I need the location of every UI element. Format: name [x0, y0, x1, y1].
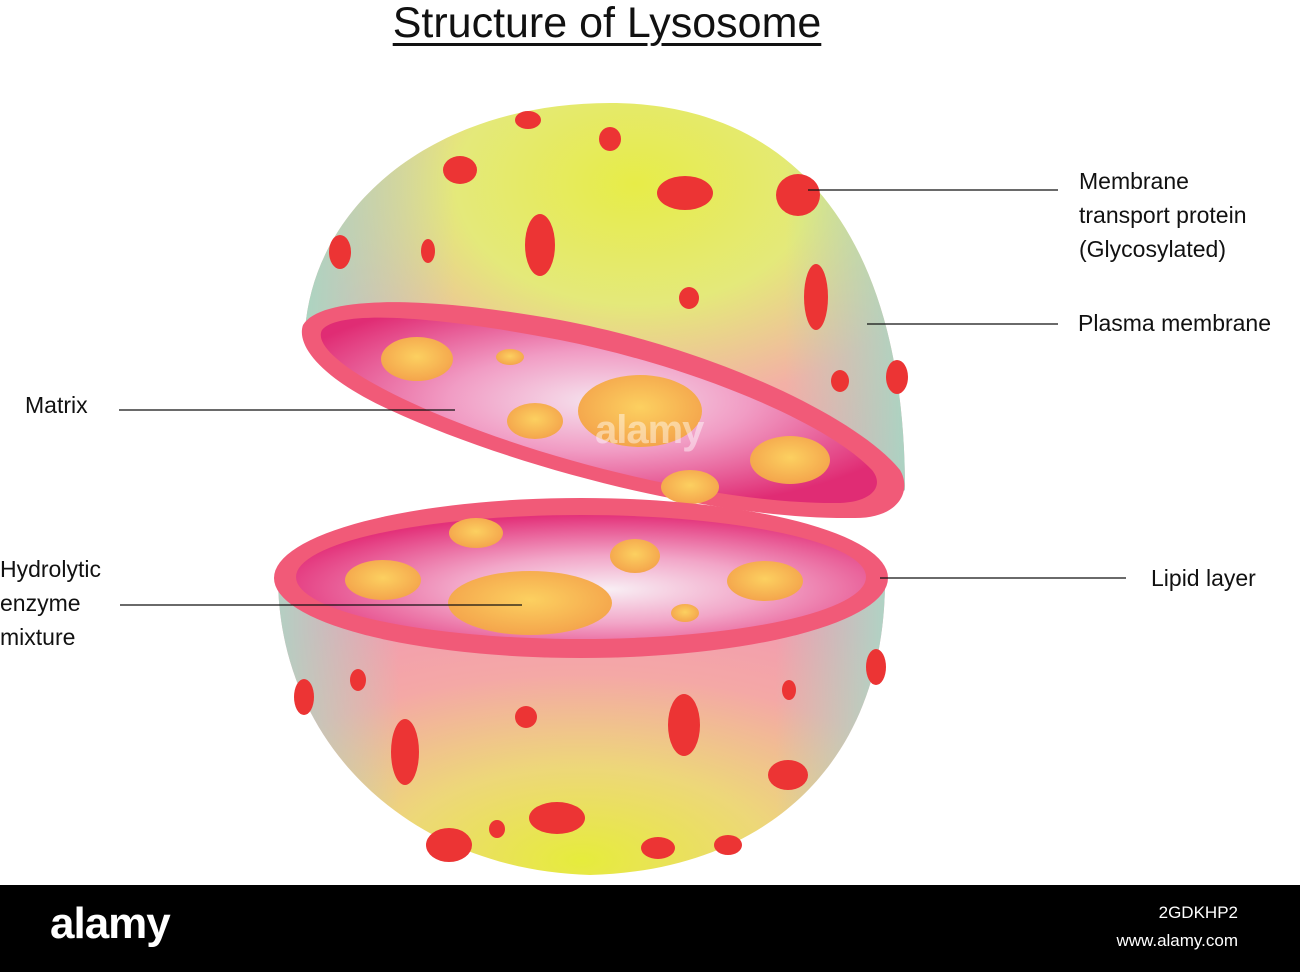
footer-url: www.alamy.com [1116, 931, 1238, 950]
protein-spot [668, 694, 700, 756]
protein-spot [294, 679, 314, 715]
label-plasma-membrane: Plasma membrane [1078, 310, 1272, 336]
leader-lines [119, 189, 1126, 606]
enzyme-spot [661, 470, 719, 504]
protein-spot [679, 287, 699, 309]
label-matrix: Matrix [25, 392, 88, 418]
protein-spot [599, 127, 621, 151]
enzyme-spot [448, 571, 612, 635]
bottom-protein-spots [294, 649, 886, 862]
page-title: Structure of Lysosome [392, 0, 822, 47]
protein-spot [426, 828, 472, 862]
protein-spot [714, 835, 742, 855]
enzyme-spot [610, 539, 660, 573]
protein-spot [525, 214, 555, 276]
protein-spot [421, 239, 435, 263]
enzyme-spot [671, 604, 699, 622]
label-hydrolytic-enzyme-mixture: Hydrolytic enzyme mixture [0, 552, 101, 654]
label-line: Hydrolytic [0, 556, 101, 582]
protein-spot [391, 719, 419, 785]
protein-spot [329, 235, 351, 269]
top-hemisphere [301, 103, 908, 519]
protein-spot [776, 174, 820, 216]
enzyme-spot [750, 436, 830, 484]
protein-spot [515, 111, 541, 129]
protein-spot [831, 370, 849, 392]
label-line: enzyme [0, 590, 81, 616]
footer-image-id: 2GDKHP2 [1158, 903, 1238, 922]
protein-spot [529, 802, 585, 834]
label-line: Membrane [1079, 168, 1189, 194]
label-membrane-transport-protein: Membrane transport protein (Glycosylated… [1079, 164, 1246, 266]
protein-spot [804, 264, 828, 330]
protein-spot [350, 669, 366, 691]
watermark-text: alamy [595, 408, 704, 452]
protein-spot [489, 820, 505, 838]
footer-bar: alamy 2GDKHP2 www.alamy.com [0, 885, 1300, 972]
bottom-shell-teal-tint [278, 580, 885, 875]
label-line: transport protein [1079, 202, 1247, 228]
lysosome-diagram [119, 103, 1126, 875]
footer-logo: alamy [50, 899, 171, 948]
label-lipid-layer: Lipid layer [1151, 565, 1256, 591]
protein-spot [641, 837, 675, 859]
bottom-hemisphere [274, 498, 888, 875]
protein-spot [768, 760, 808, 790]
protein-spot [443, 156, 477, 184]
label-line: mixture [0, 624, 76, 650]
enzyme-spot [578, 375, 702, 447]
enzyme-spot [345, 560, 421, 600]
enzyme-spot [381, 337, 453, 381]
protein-spot [782, 680, 796, 700]
enzyme-spot [449, 518, 503, 548]
top-protein-spots [329, 111, 908, 394]
enzyme-spot [727, 561, 803, 601]
enzyme-spot [496, 349, 524, 365]
protein-spot [515, 706, 537, 728]
protein-spot [657, 176, 713, 210]
enzyme-spot [507, 403, 563, 439]
protein-spot [886, 360, 908, 394]
bottom-inner-surface [296, 515, 866, 639]
label-line: (Glycosylated) [1079, 236, 1226, 262]
protein-spot [866, 649, 886, 685]
